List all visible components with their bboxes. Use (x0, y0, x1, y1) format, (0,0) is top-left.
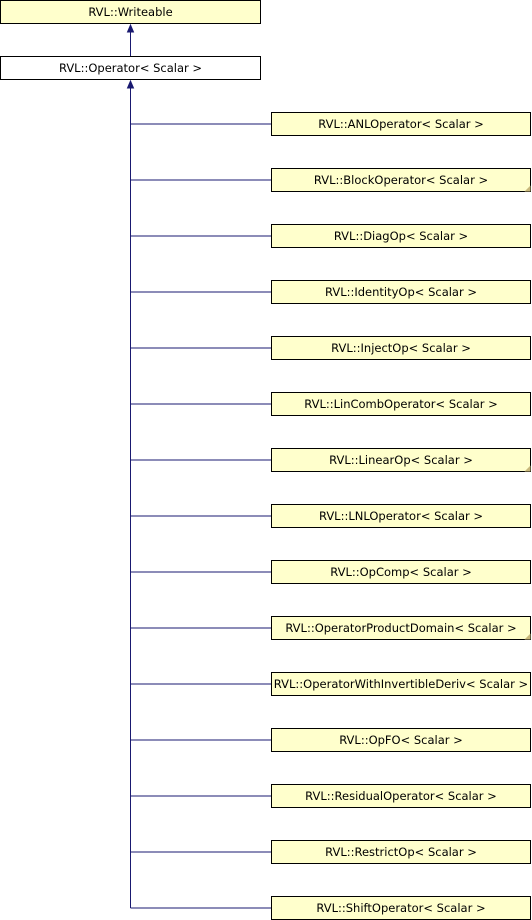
node-writeable-label: RVL::Writeable (88, 5, 172, 19)
node-inject-op[interactable]: RVL::InjectOp< Scalar > (271, 336, 531, 360)
node-inject-op-label: RVL::InjectOp< Scalar > (331, 341, 471, 355)
node-box (271, 840, 531, 864)
node-linear-op[interactable]: RVL::LinearOp< Scalar > (271, 448, 531, 472)
node-diag-op-label: RVL::DiagOp< Scalar > (334, 229, 468, 243)
node-box (271, 224, 531, 248)
node-lincomb-operator-label: RVL::LinCombOperator< Scalar > (304, 397, 498, 411)
derived-classes: RVL::ANLOperator< Scalar >RVL::BlockOper… (271, 112, 531, 920)
node-lnl-operator[interactable]: RVL::LNLOperator< Scalar > (271, 504, 531, 528)
node-box (271, 728, 531, 752)
node-box (271, 784, 531, 808)
node-residual-operator[interactable]: RVL::ResidualOperator< Scalar > (271, 784, 531, 808)
node-diag-op[interactable]: RVL::DiagOp< Scalar > (271, 224, 531, 248)
node-block-operator-label: RVL::BlockOperator< Scalar > (314, 173, 488, 187)
node-box (271, 672, 531, 696)
node-box (271, 616, 531, 640)
node-op-fo[interactable]: RVL::OpFO< Scalar > (271, 728, 531, 752)
node-anl-operator-label: RVL::ANLOperator< Scalar > (318, 117, 484, 131)
node-op-comp[interactable]: RVL::OpComp< Scalar > (271, 560, 531, 584)
node-shift-operator[interactable]: RVL::ShiftOperator< Scalar > (271, 896, 531, 920)
node-box (271, 168, 531, 192)
node-box (271, 504, 531, 528)
node-box (271, 280, 531, 304)
node-operator-product-domain-label: RVL::OperatorProductDomain< Scalar > (285, 621, 516, 635)
arrowhead (126, 23, 135, 33)
node-operator-with-invertible-deriv[interactable]: RVL::OperatorWithInvertibleDeriv< Scalar… (271, 672, 531, 696)
node-writeable[interactable]: RVL::Writeable (0, 0, 261, 24)
node-operator[interactable]: RVL::Operator< Scalar > (0, 56, 261, 80)
node-operator-with-invertible-deriv-label: RVL::OperatorWithInvertibleDeriv< Scalar… (274, 677, 528, 691)
node-linear-op-label: RVL::LinearOp< Scalar > (329, 453, 473, 467)
node-identity-op-label: RVL::IdentityOp< Scalar > (325, 285, 477, 299)
node-restrict-op[interactable]: RVL::RestrictOp< Scalar > (271, 840, 531, 864)
more-derived-marker (524, 465, 531, 472)
more-derived-marker (524, 185, 531, 192)
more-derived-marker (524, 633, 531, 640)
node-box (271, 336, 531, 360)
node-operator-product-domain[interactable]: RVL::OperatorProductDomain< Scalar > (271, 616, 531, 640)
inheritance-edges (126, 23, 272, 909)
node-identity-op[interactable]: RVL::IdentityOp< Scalar > (271, 280, 531, 304)
node-box (271, 560, 531, 584)
node-op-comp-label: RVL::OpComp< Scalar > (330, 565, 472, 579)
node-anl-operator[interactable]: RVL::ANLOperator< Scalar > (271, 112, 531, 136)
node-block-operator[interactable]: RVL::BlockOperator< Scalar > (271, 168, 531, 192)
arrowhead (126, 79, 135, 89)
node-op-fo-label: RVL::OpFO< Scalar > (339, 733, 463, 747)
node-box (271, 392, 531, 416)
node-lnl-operator-label: RVL::LNLOperator< Scalar > (319, 509, 483, 523)
node-operator-label: RVL::Operator< Scalar > (59, 61, 202, 75)
node-restrict-op-label: RVL::RestrictOp< Scalar > (325, 845, 477, 859)
node-shift-operator-label: RVL::ShiftOperator< Scalar > (316, 901, 485, 915)
node-box (271, 448, 531, 472)
node-lincomb-operator[interactable]: RVL::LinCombOperator< Scalar > (271, 392, 531, 416)
node-box (271, 112, 531, 136)
node-residual-operator-label: RVL::ResidualOperator< Scalar > (305, 789, 497, 803)
